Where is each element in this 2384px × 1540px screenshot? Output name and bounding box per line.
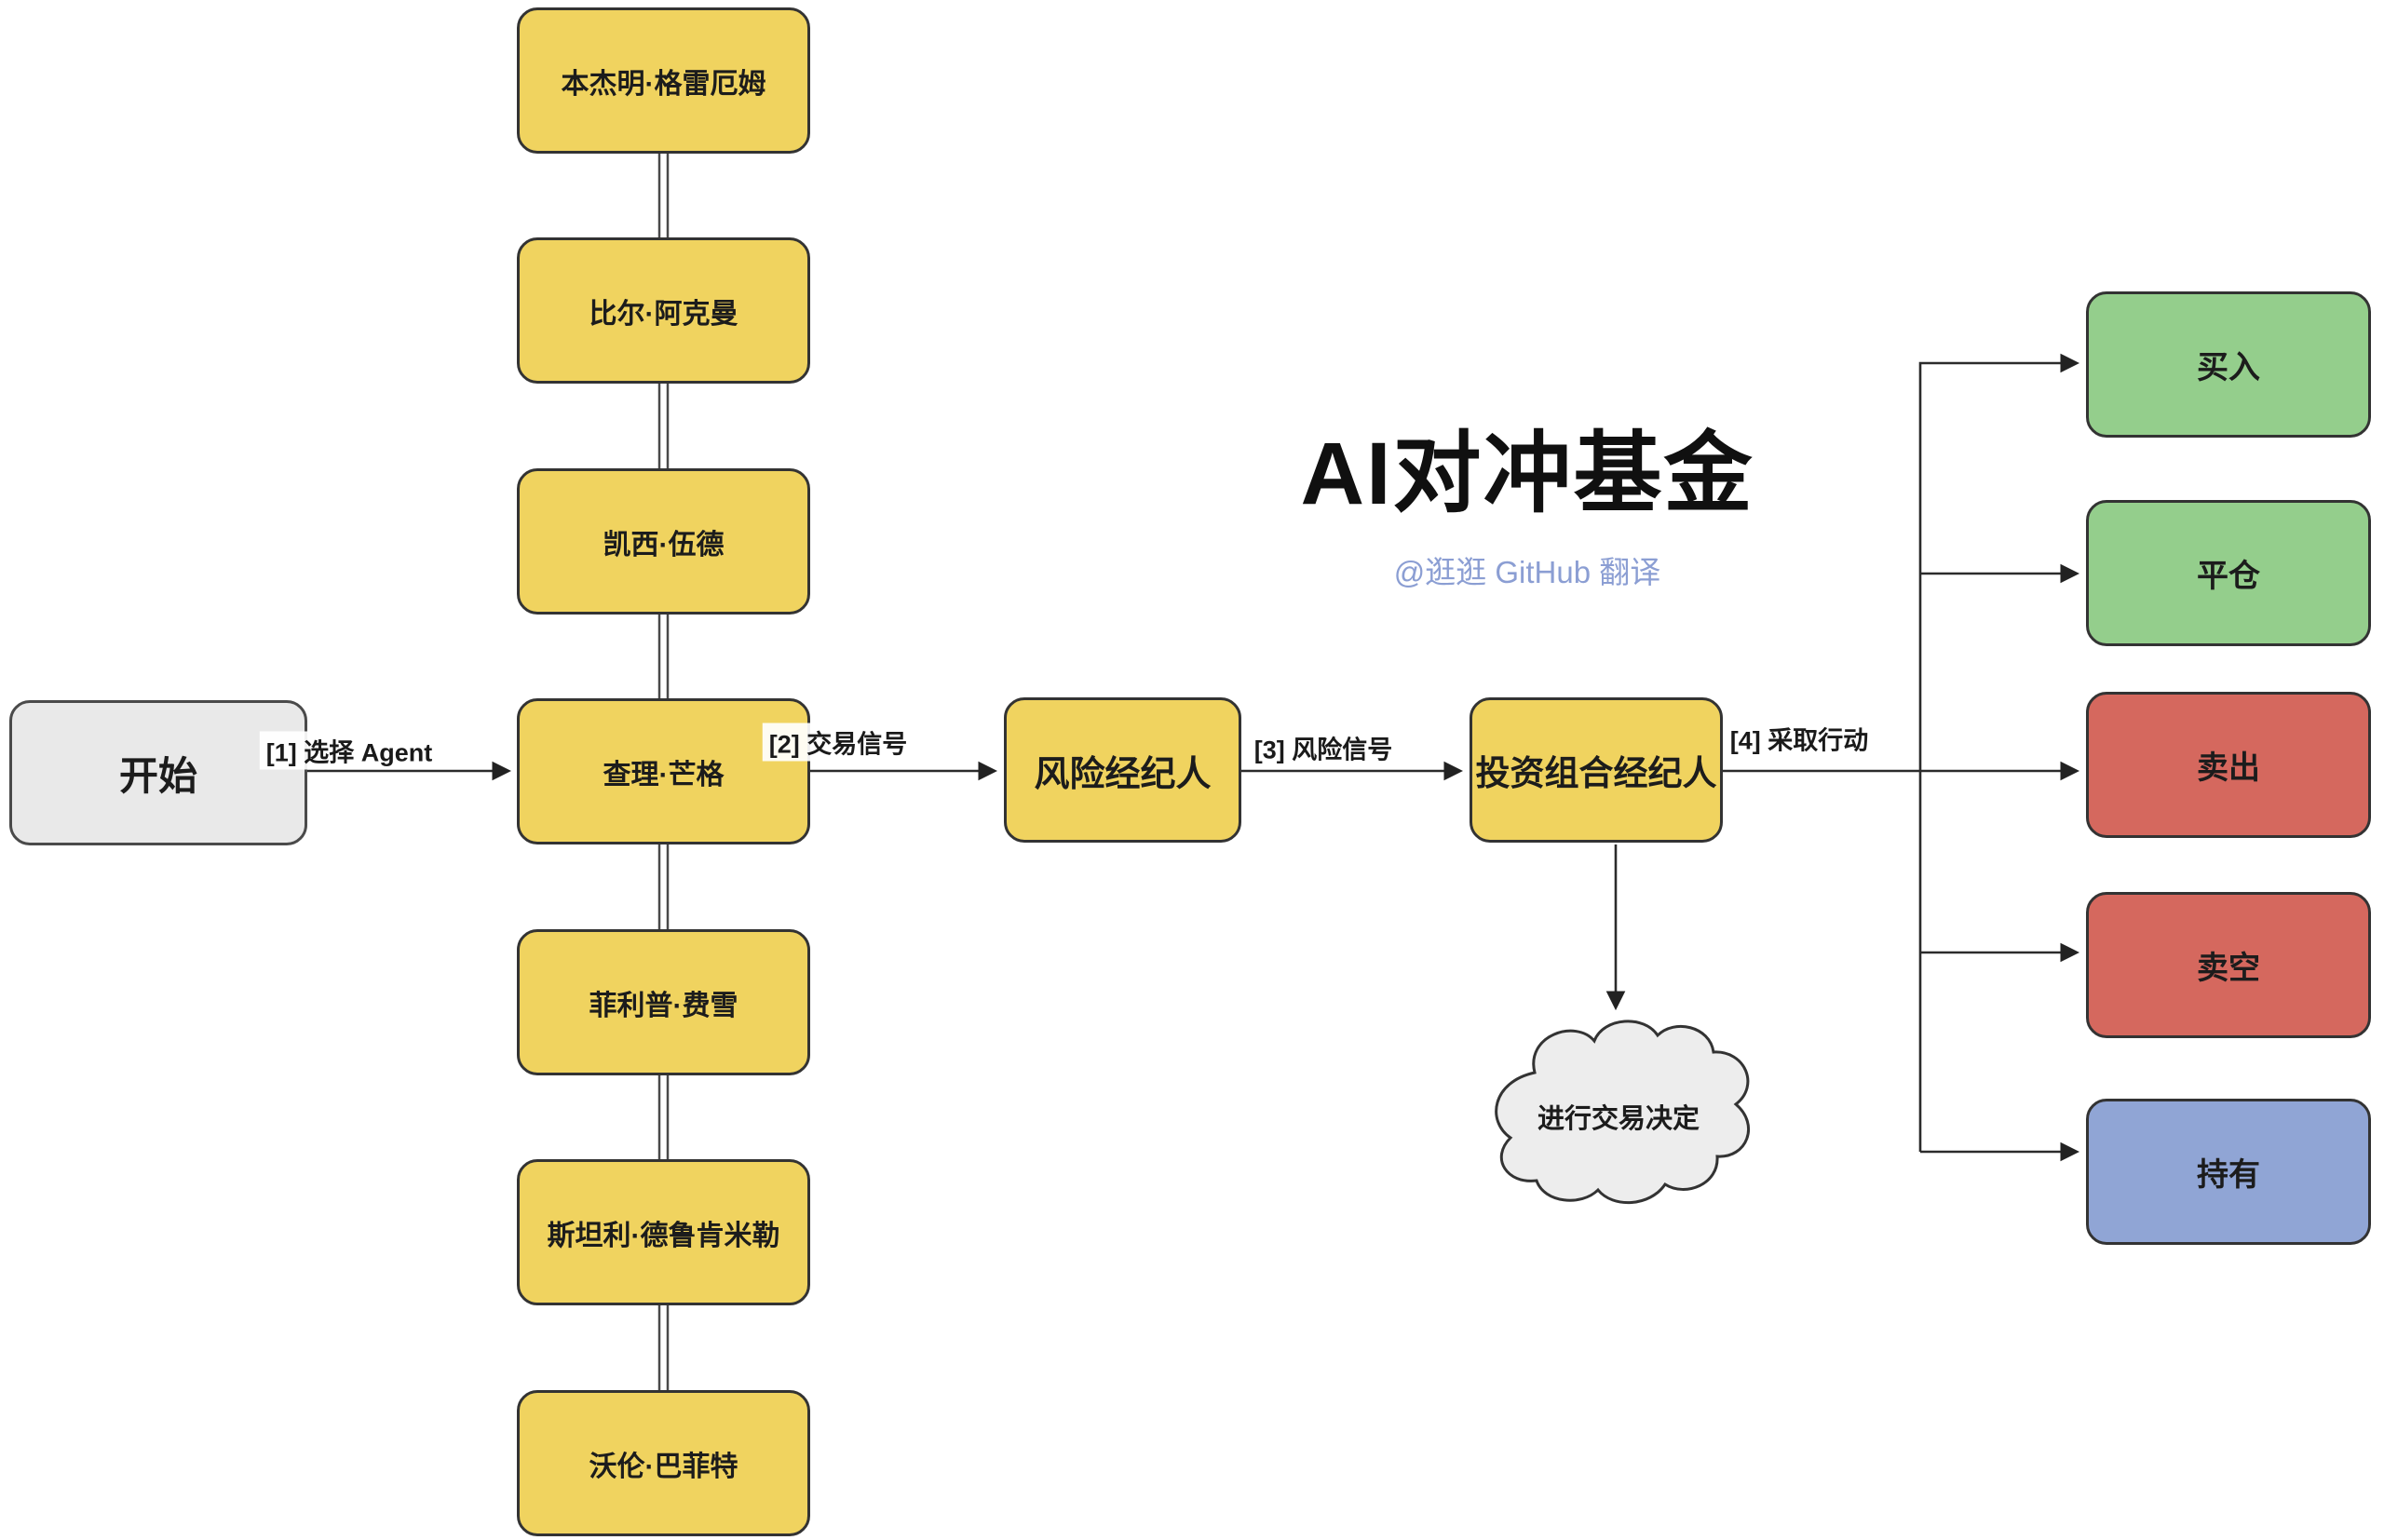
action-label: 买入 [2197, 350, 2260, 385]
diagram-title: AI对冲基金 [1300, 425, 1754, 523]
agent-node-benjamin-graham: 本杰明·格雷厄姆 [517, 7, 810, 154]
start-node-label: 开始 [118, 753, 197, 798]
agent-node-warren-buffett: 沃伦·巴菲特 [517, 1390, 810, 1536]
action-label: 卖出 [2197, 750, 2260, 786]
edge-label-select-agent: [1] 选择 Agent [259, 731, 440, 770]
diagram-subtitle: @逛逛 GitHub 翻译 [1393, 555, 1661, 589]
edge-label-risk-signal: [3] 风险信号 [1247, 728, 1400, 767]
start-node: 开始 [9, 700, 307, 845]
action-node-buy: 买入 [2086, 291, 2371, 438]
agent-node-bill-ackman: 比尔·阿克曼 [517, 237, 810, 384]
agent-label: 斯坦利·德鲁肯米勒 [547, 1220, 780, 1251]
risk-manager-label: 风险经纪人 [1034, 754, 1212, 794]
action-label: 卖空 [2197, 951, 2260, 986]
agent-label: 查理·芒格 [603, 759, 725, 790]
agent-label: 菲利普·费雪 [589, 990, 738, 1021]
agent-node-stanley-druckenmiller: 斯坦利·德鲁肯米勒 [517, 1159, 810, 1305]
action-node-close: 平仓 [2086, 500, 2371, 646]
edge-label-take-action: [4] 采取行动 [1723, 719, 1876, 758]
agent-label: 本杰明·格雷厄姆 [561, 68, 766, 100]
decision-cloud-label: 进行交易决定 [1537, 1104, 1700, 1134]
decision-cloud-shape [1495, 1020, 1751, 1204]
risk-manager-node: 风险经纪人 [1004, 697, 1241, 843]
action-label: 持有 [2197, 1157, 2260, 1193]
agent-chain-links [657, 154, 670, 1392]
action-label: 平仓 [2197, 559, 2260, 594]
agent-label: 沃伦·巴菲特 [589, 1451, 738, 1482]
action-node-sell: 卖出 [2086, 692, 2371, 838]
agent-node-charlie-munger: 查理·芒格 [517, 698, 810, 844]
edge-label-trade-signal: [2] 交易信号 [762, 723, 914, 762]
portfolio-manager-label: 投资组合经纪人 [1475, 754, 1717, 792]
action-node-short: 卖空 [2086, 892, 2371, 1038]
agent-label: 比尔·阿克曼 [589, 298, 738, 330]
portfolio-manager-node: 投资组合经纪人 [1470, 697, 1723, 843]
flow-arrows [307, 353, 2080, 1162]
agent-node-philip-fisher: 菲利普·费雪 [517, 929, 810, 1075]
agent-label: 凯西·伍德 [603, 529, 725, 561]
agent-node-cathie-wood: 凯西·伍德 [517, 468, 810, 615]
action-node-hold: 持有 [2086, 1099, 2371, 1245]
